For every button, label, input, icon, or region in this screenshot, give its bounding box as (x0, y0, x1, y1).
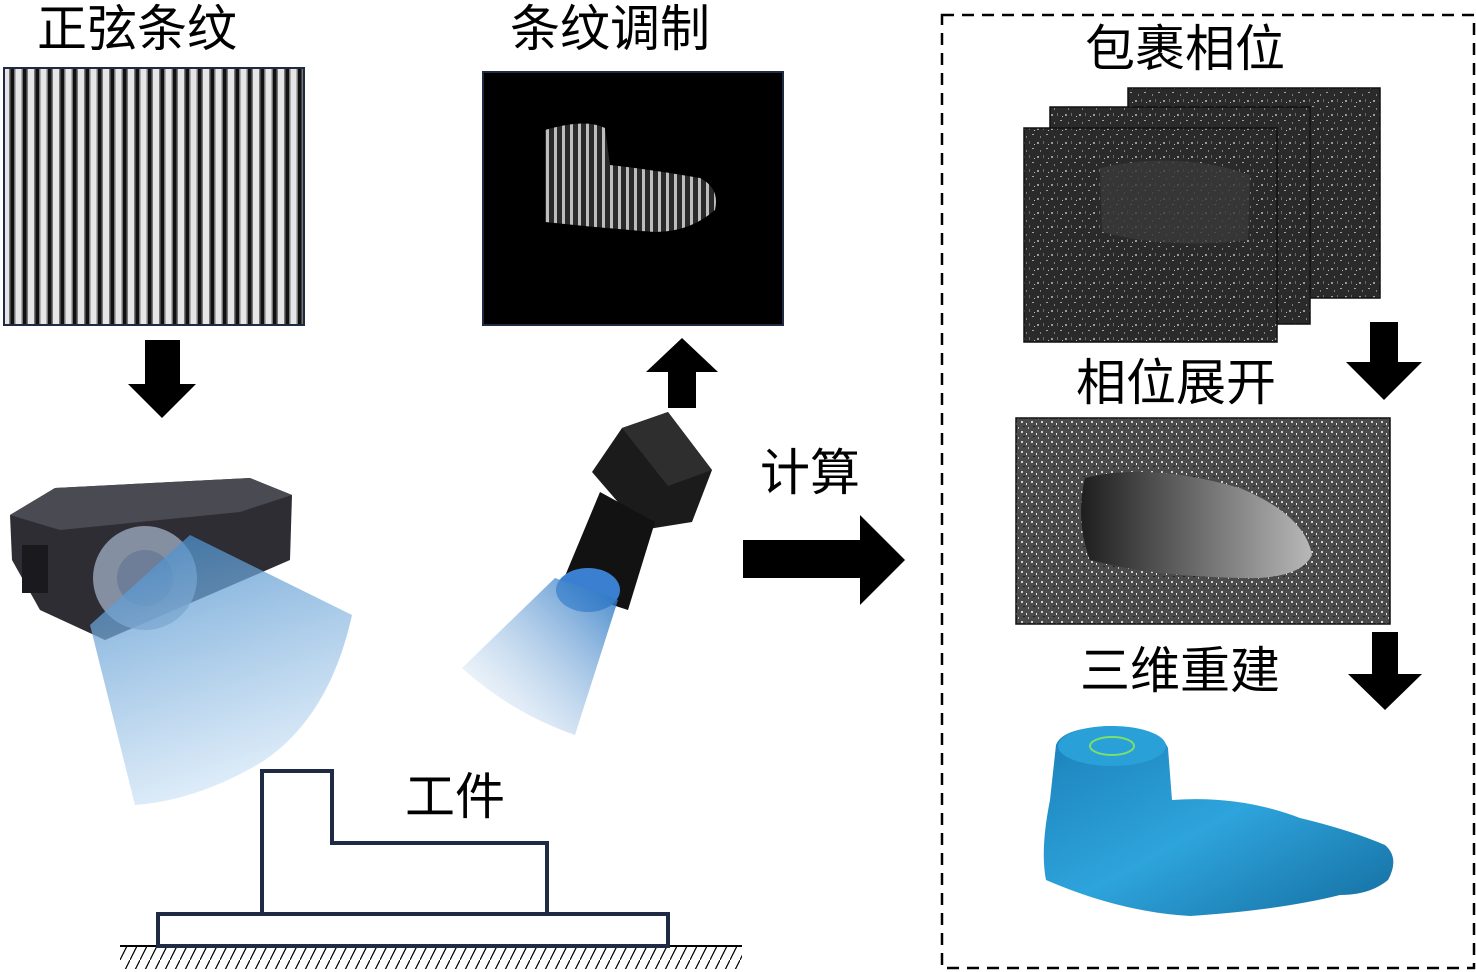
fringe-modulation-label: 条纹调制 (510, 0, 710, 58)
foot-3d-model (1043, 726, 1394, 916)
camera-icon (556, 412, 712, 612)
camera-light-beam (462, 578, 618, 735)
down-arrow-icon-2 (1346, 322, 1422, 400)
projector-light-beam (90, 535, 352, 805)
wrapped-phase-label: 包裹相位 (1085, 20, 1285, 78)
up-arrow-icon (646, 338, 718, 408)
down-arrow-icon (128, 340, 196, 418)
processing-dashed-box (940, 13, 1476, 970)
sine-fringe-label: 正弦条纹 (37, 0, 237, 58)
workpiece-label: 工件 (405, 768, 505, 826)
sine-fringe-image (3, 67, 305, 326)
compute-label: 计算 (760, 444, 860, 502)
down-arrow-icon-3 (1348, 632, 1422, 710)
projector-icon (10, 478, 292, 640)
wrapped-phase-images (1023, 87, 1381, 343)
compute-arrow-icon (743, 515, 905, 605)
fringe-modulation-image (482, 71, 784, 326)
phase-unwrapping-image (1015, 417, 1391, 625)
phase-unwrapping-label: 相位展开 (1076, 354, 1276, 412)
workpiece-drawing (120, 769, 742, 969)
reconstruction-3d-label: 三维重建 (1080, 642, 1280, 700)
